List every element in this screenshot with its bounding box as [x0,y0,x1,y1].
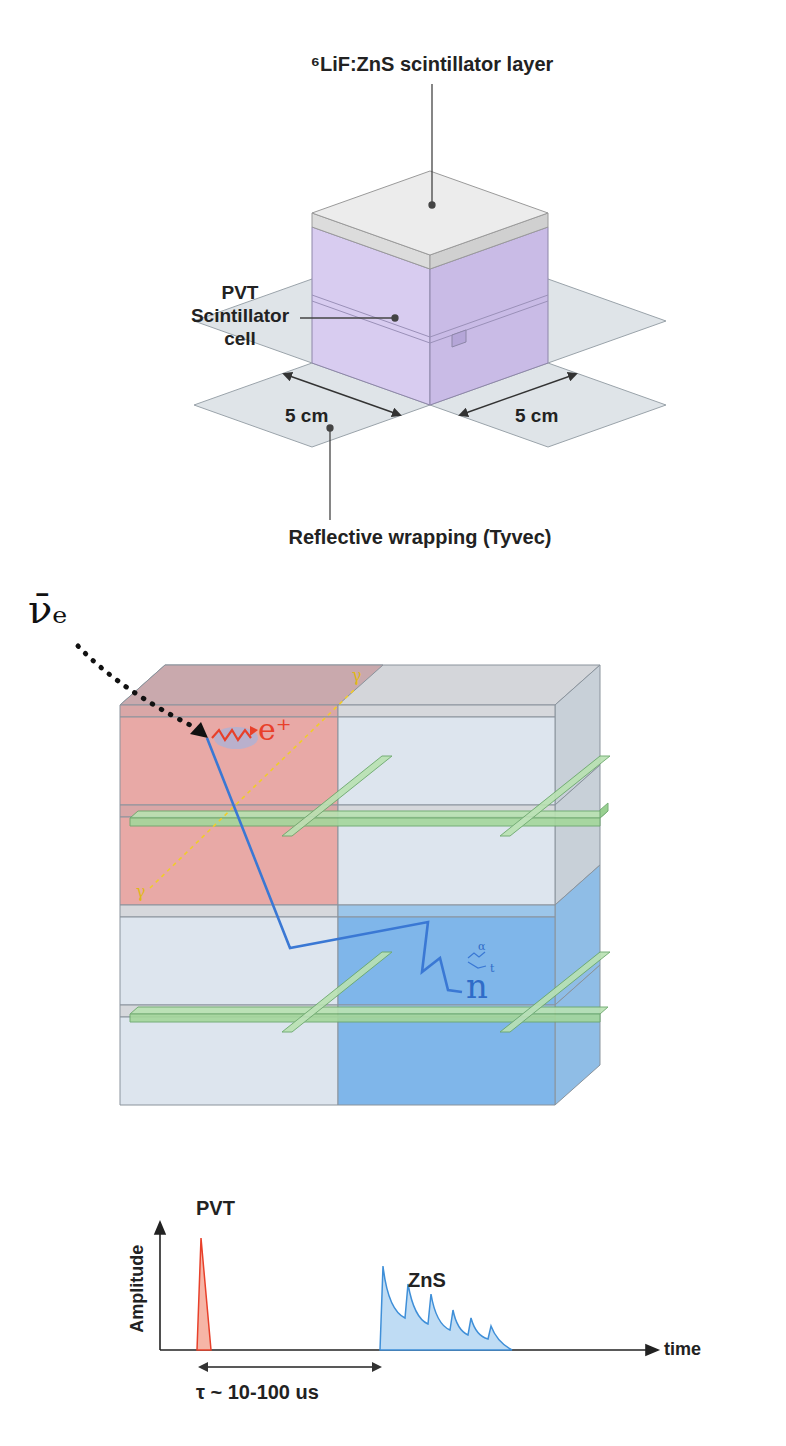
detector-cell [338,905,555,917]
neutrino-track [78,646,196,728]
light-guide [500,952,610,1032]
detector-cell [120,917,338,1005]
neutrino-track [190,722,208,738]
plot-axis [646,1345,658,1355]
gamma-track [150,688,356,888]
detector-array [120,665,383,705]
positron-track [250,726,258,736]
detector-cell [120,705,338,717]
neutron-track [207,738,486,992]
axis-label: time [664,1339,724,1361]
particle-label: α [478,940,494,953]
detector-cell [338,1017,555,1105]
detector-cell [338,717,555,805]
detector-cell [338,817,555,905]
plot-axis [155,1222,658,1355]
wrapping-label: Reflective wrapping (Tyvec) [230,525,610,549]
gamma-track [150,688,356,888]
dimension-label: 5 cm [285,405,345,428]
particle-label: γ [352,666,376,685]
leader-line [300,317,395,318]
light-guide [282,952,392,1032]
detector-cell [120,1017,338,1105]
pvt-cell [430,301,548,343]
pvt-cell [312,295,430,337]
positron-track [212,726,258,749]
zns-pulse [380,1266,512,1350]
leader-line [329,428,330,520]
particle-label: γ [136,882,160,901]
detector-array [120,665,600,705]
light-guide [600,803,608,818]
leader-line [392,315,398,321]
detector-cell [120,817,338,905]
particle-label: e⁺ [258,712,308,748]
leader-line [300,84,435,520]
zns-pulse [380,1266,512,1350]
plot-axis [159,1232,161,1350]
pvt-cell [430,295,548,337]
particle-label: ν̄ₑ [28,585,108,633]
signal-label: PVT [196,1196,256,1220]
pvt-pulse [197,1238,211,1350]
delay-arrow [200,1366,380,1367]
leader-line [429,202,435,208]
signal-label: ZnS [408,1268,468,1292]
dimension-label: 5 cm [515,405,575,428]
light-guide [282,756,392,836]
detector-cell [338,705,555,717]
leader-line [431,84,432,205]
detector-array [120,665,600,1105]
pvt-pulse [197,1238,211,1350]
neutron-track [207,738,462,992]
cell-label: PVT Scintillator cell [180,282,300,350]
lif-zns-layer [312,171,548,255]
axis-label: Amplitude [127,1234,149,1344]
particle-label: n [466,966,500,1007]
delay-label: τ ~ 10-100 us [196,1380,426,1404]
plot-axis [155,1222,165,1234]
pvt-cell [452,330,466,347]
positron-track [212,730,251,740]
detector-array [120,665,600,1105]
layer-label: ⁶LiF:ZnS scintillator layer [272,52,592,76]
detector-cell [120,905,338,917]
pvt-cell [312,301,430,343]
neutrino-track [78,646,208,738]
light-guide [130,756,610,1032]
lif-zns-layer [312,171,548,269]
particle-label: t [490,962,506,975]
light-guide [500,756,610,836]
delay-arrow [200,1366,380,1367]
